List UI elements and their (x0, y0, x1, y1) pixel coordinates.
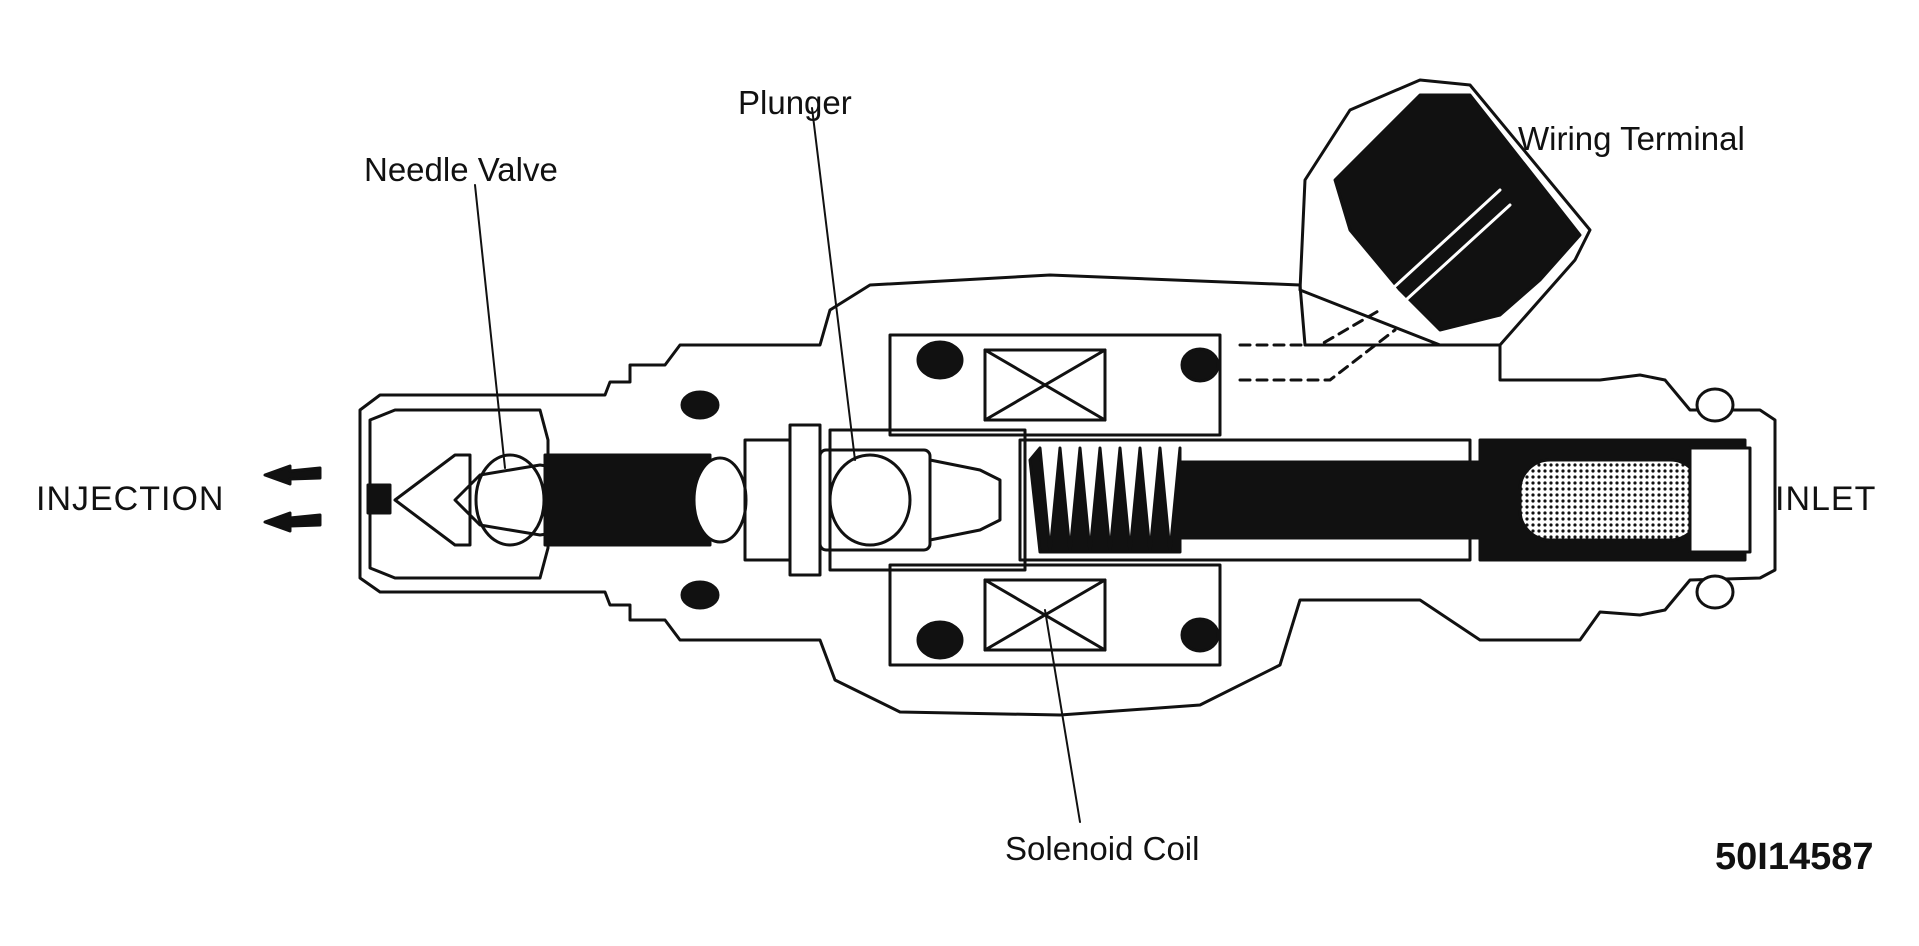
seal-ring (1180, 347, 1220, 383)
coil-cross-upper (983, 348, 1107, 422)
valve-seat (743, 438, 792, 562)
inlet-filter-mesh (1518, 458, 1702, 542)
valve-seat-spacer (788, 423, 822, 577)
leader-solenoid-coil (1044, 609, 1081, 823)
coil-winding-upper (983, 348, 1107, 422)
leader-plunger (811, 107, 856, 461)
label-inlet: INLET (1775, 480, 1877, 518)
nozzle-tip (366, 483, 392, 515)
inlet-o-ring (1695, 574, 1735, 610)
seal-ring (1180, 617, 1220, 653)
nozzle-cone (393, 453, 472, 547)
label-wiring-terminal: Wiring Terminal (1518, 120, 1745, 157)
injector-body-outline (358, 273, 1777, 717)
seal-ring (916, 340, 964, 380)
nozzle-housing (368, 408, 550, 580)
seal-ring (680, 580, 720, 610)
needle-stem (543, 453, 712, 547)
coil-winding-lower (983, 578, 1107, 652)
seal-ring (680, 390, 720, 420)
plunger-sleeve (828, 428, 1027, 572)
fuel-passage (1178, 460, 1492, 540)
wiring-lead (1238, 308, 1397, 382)
terminal-pin (1378, 188, 1512, 312)
injection-arrow-lower (263, 511, 322, 533)
seal-ring (916, 620, 964, 660)
connector-black-body (1333, 93, 1582, 332)
inlet-bore (1688, 446, 1752, 554)
connector-housing (1298, 78, 1592, 347)
figure-code: 50I14587 (1715, 836, 1874, 878)
label-plunger: Plunger (738, 84, 852, 121)
leader-needle-valve (474, 184, 506, 469)
inlet-o-ring (1695, 387, 1735, 423)
return-spring (1028, 446, 1182, 554)
coil-housing (888, 333, 1222, 437)
label-solenoid-coil: Solenoid Coil (1005, 830, 1200, 867)
plunger-taper (928, 458, 1002, 542)
label-needle-valve: Needle Valve (364, 151, 558, 188)
plunger-body (818, 448, 932, 552)
injection-arrow-upper (263, 464, 322, 486)
needle-guide-ring (692, 456, 748, 544)
label-injection: INJECTION (36, 480, 225, 518)
plunger-head (828, 453, 912, 547)
